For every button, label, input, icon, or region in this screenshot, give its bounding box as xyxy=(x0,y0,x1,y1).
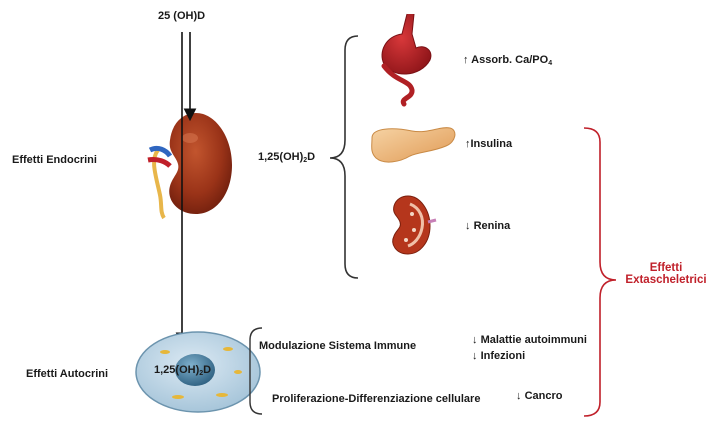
effect-insulina: ↑Insulina xyxy=(465,138,512,150)
autocrine-label: Effetti Autocrini xyxy=(26,368,108,380)
immune-label: Modulazione Sistema Immune xyxy=(259,340,416,352)
effect-infezioni: ↓ Infezioni xyxy=(472,350,525,362)
cell-hormone-label: 1,25(OH)2D xyxy=(154,364,211,377)
extraskeletal-brace xyxy=(584,128,616,416)
kidney-icon xyxy=(148,113,232,218)
proliferation-label: Proliferazione-Differenziazione cellular… xyxy=(272,393,480,405)
effect-ca-po4: ↑ Assorb. Ca/PO4 xyxy=(463,54,552,67)
source-label: 25 (OH)D xyxy=(158,10,205,22)
effect-cancro: ↓ Cancro xyxy=(516,390,562,402)
pancreas-icon xyxy=(372,128,455,162)
effect-renina: ↓ Renina xyxy=(465,220,510,232)
hormone-label: 1,25(OH)2D xyxy=(258,151,315,164)
stomach-intestine-icon xyxy=(382,14,431,104)
extraskeletal-label: Effetti Extascheletrici xyxy=(618,262,714,286)
kidney-section-icon xyxy=(393,196,436,254)
endocrine-label: Effetti Endocrini xyxy=(12,154,97,166)
effect-autoimmune: ↓ Malattie autoimmuni xyxy=(472,334,587,346)
endocrine-brace xyxy=(330,36,358,278)
